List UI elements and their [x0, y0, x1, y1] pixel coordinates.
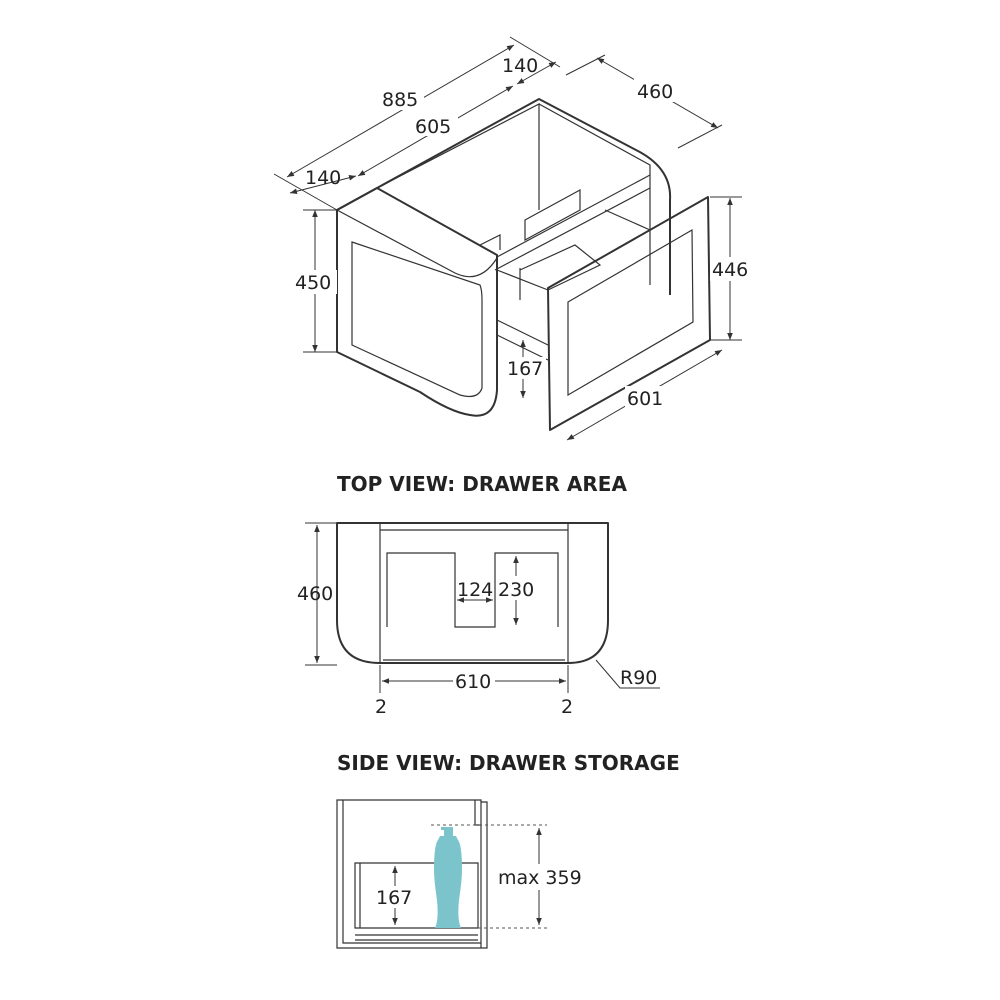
gap-left: 2 — [375, 696, 387, 718]
top-view-title: TOP VIEW: DRAWER AREA — [337, 472, 627, 496]
drawer-box — [496, 209, 651, 361]
drawer-height-label: 167 — [376, 887, 412, 909]
top-depth: 460 — [297, 583, 333, 605]
dim-overall-width: 885 — [382, 89, 418, 111]
label-bg — [497, 576, 537, 600]
dim-line-140-left — [289, 175, 357, 194]
label-bg — [412, 112, 458, 136]
dim-line-140-right — [516, 61, 557, 85]
gap-right: 2 — [561, 696, 573, 718]
label-bg — [293, 270, 337, 294]
label-bg — [506, 357, 546, 379]
cabinet-inner-rail — [479, 174, 651, 271]
bottle-illustration — [434, 827, 462, 928]
side-cabinet — [336, 799, 488, 949]
isometric-view: 885 605 140 140 460 450 446 601 167 — [273, 36, 754, 441]
label-bg — [710, 257, 754, 281]
label-bg — [496, 864, 582, 890]
max-height-label: max 359 — [498, 867, 582, 889]
label-bg — [375, 886, 415, 908]
dim-end-right: 140 — [502, 55, 538, 77]
top-view-drawer — [379, 523, 569, 663]
dim-height: 450 — [295, 272, 331, 294]
dim-line-885 — [286, 44, 515, 178]
radius-label: R90 — [620, 667, 657, 689]
dim-drawer-front-width: 601 — [627, 388, 663, 410]
cabinet-top-back-edge — [336, 98, 672, 295]
dim-depth: 460 — [637, 81, 673, 103]
side-view: max 359 167 — [336, 799, 582, 949]
notch-depth: 230 — [498, 579, 534, 601]
dim-end-left: 140 — [305, 167, 341, 189]
top-view-notch-outline — [386, 552, 559, 628]
side-view-title: SIDE VIEW: DRAWER STORAGE — [337, 751, 680, 775]
dim-inner-width: 605 — [415, 116, 451, 138]
dim-drawer-front-height: 446 — [712, 259, 748, 281]
left-end-block — [336, 187, 498, 417]
ext-line — [565, 54, 606, 76]
notch-width: 124 — [457, 579, 493, 601]
dim-drawer-depth: 167 — [507, 358, 543, 380]
label-bg — [378, 86, 424, 110]
label-bg — [634, 78, 680, 102]
left-end-panel — [351, 241, 483, 398]
top-view: 460 124 230 610 2 2 R90 — [297, 522, 660, 718]
ext-line — [677, 124, 723, 149]
label-bg — [453, 670, 495, 692]
left-end-curve — [336, 209, 498, 278]
drawer-width: 610 — [455, 671, 491, 693]
radius-leader — [595, 659, 660, 689]
label-bg — [625, 386, 667, 410]
